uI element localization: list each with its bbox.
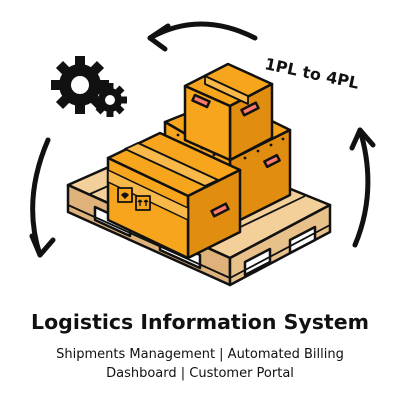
gear-icon <box>51 56 127 117</box>
subtitle-features-line-2: Dashboard | Customer Portal <box>106 366 294 381</box>
box-front <box>106 131 242 260</box>
cycle-arrow-icon <box>29 21 376 258</box>
subtitle-features-line-1: Shipments Management | Automated Billing <box>56 347 344 362</box>
page-title: Logistics Information System <box>31 310 369 334</box>
box-top <box>183 62 274 162</box>
logistics-illustration <box>29 21 376 287</box>
